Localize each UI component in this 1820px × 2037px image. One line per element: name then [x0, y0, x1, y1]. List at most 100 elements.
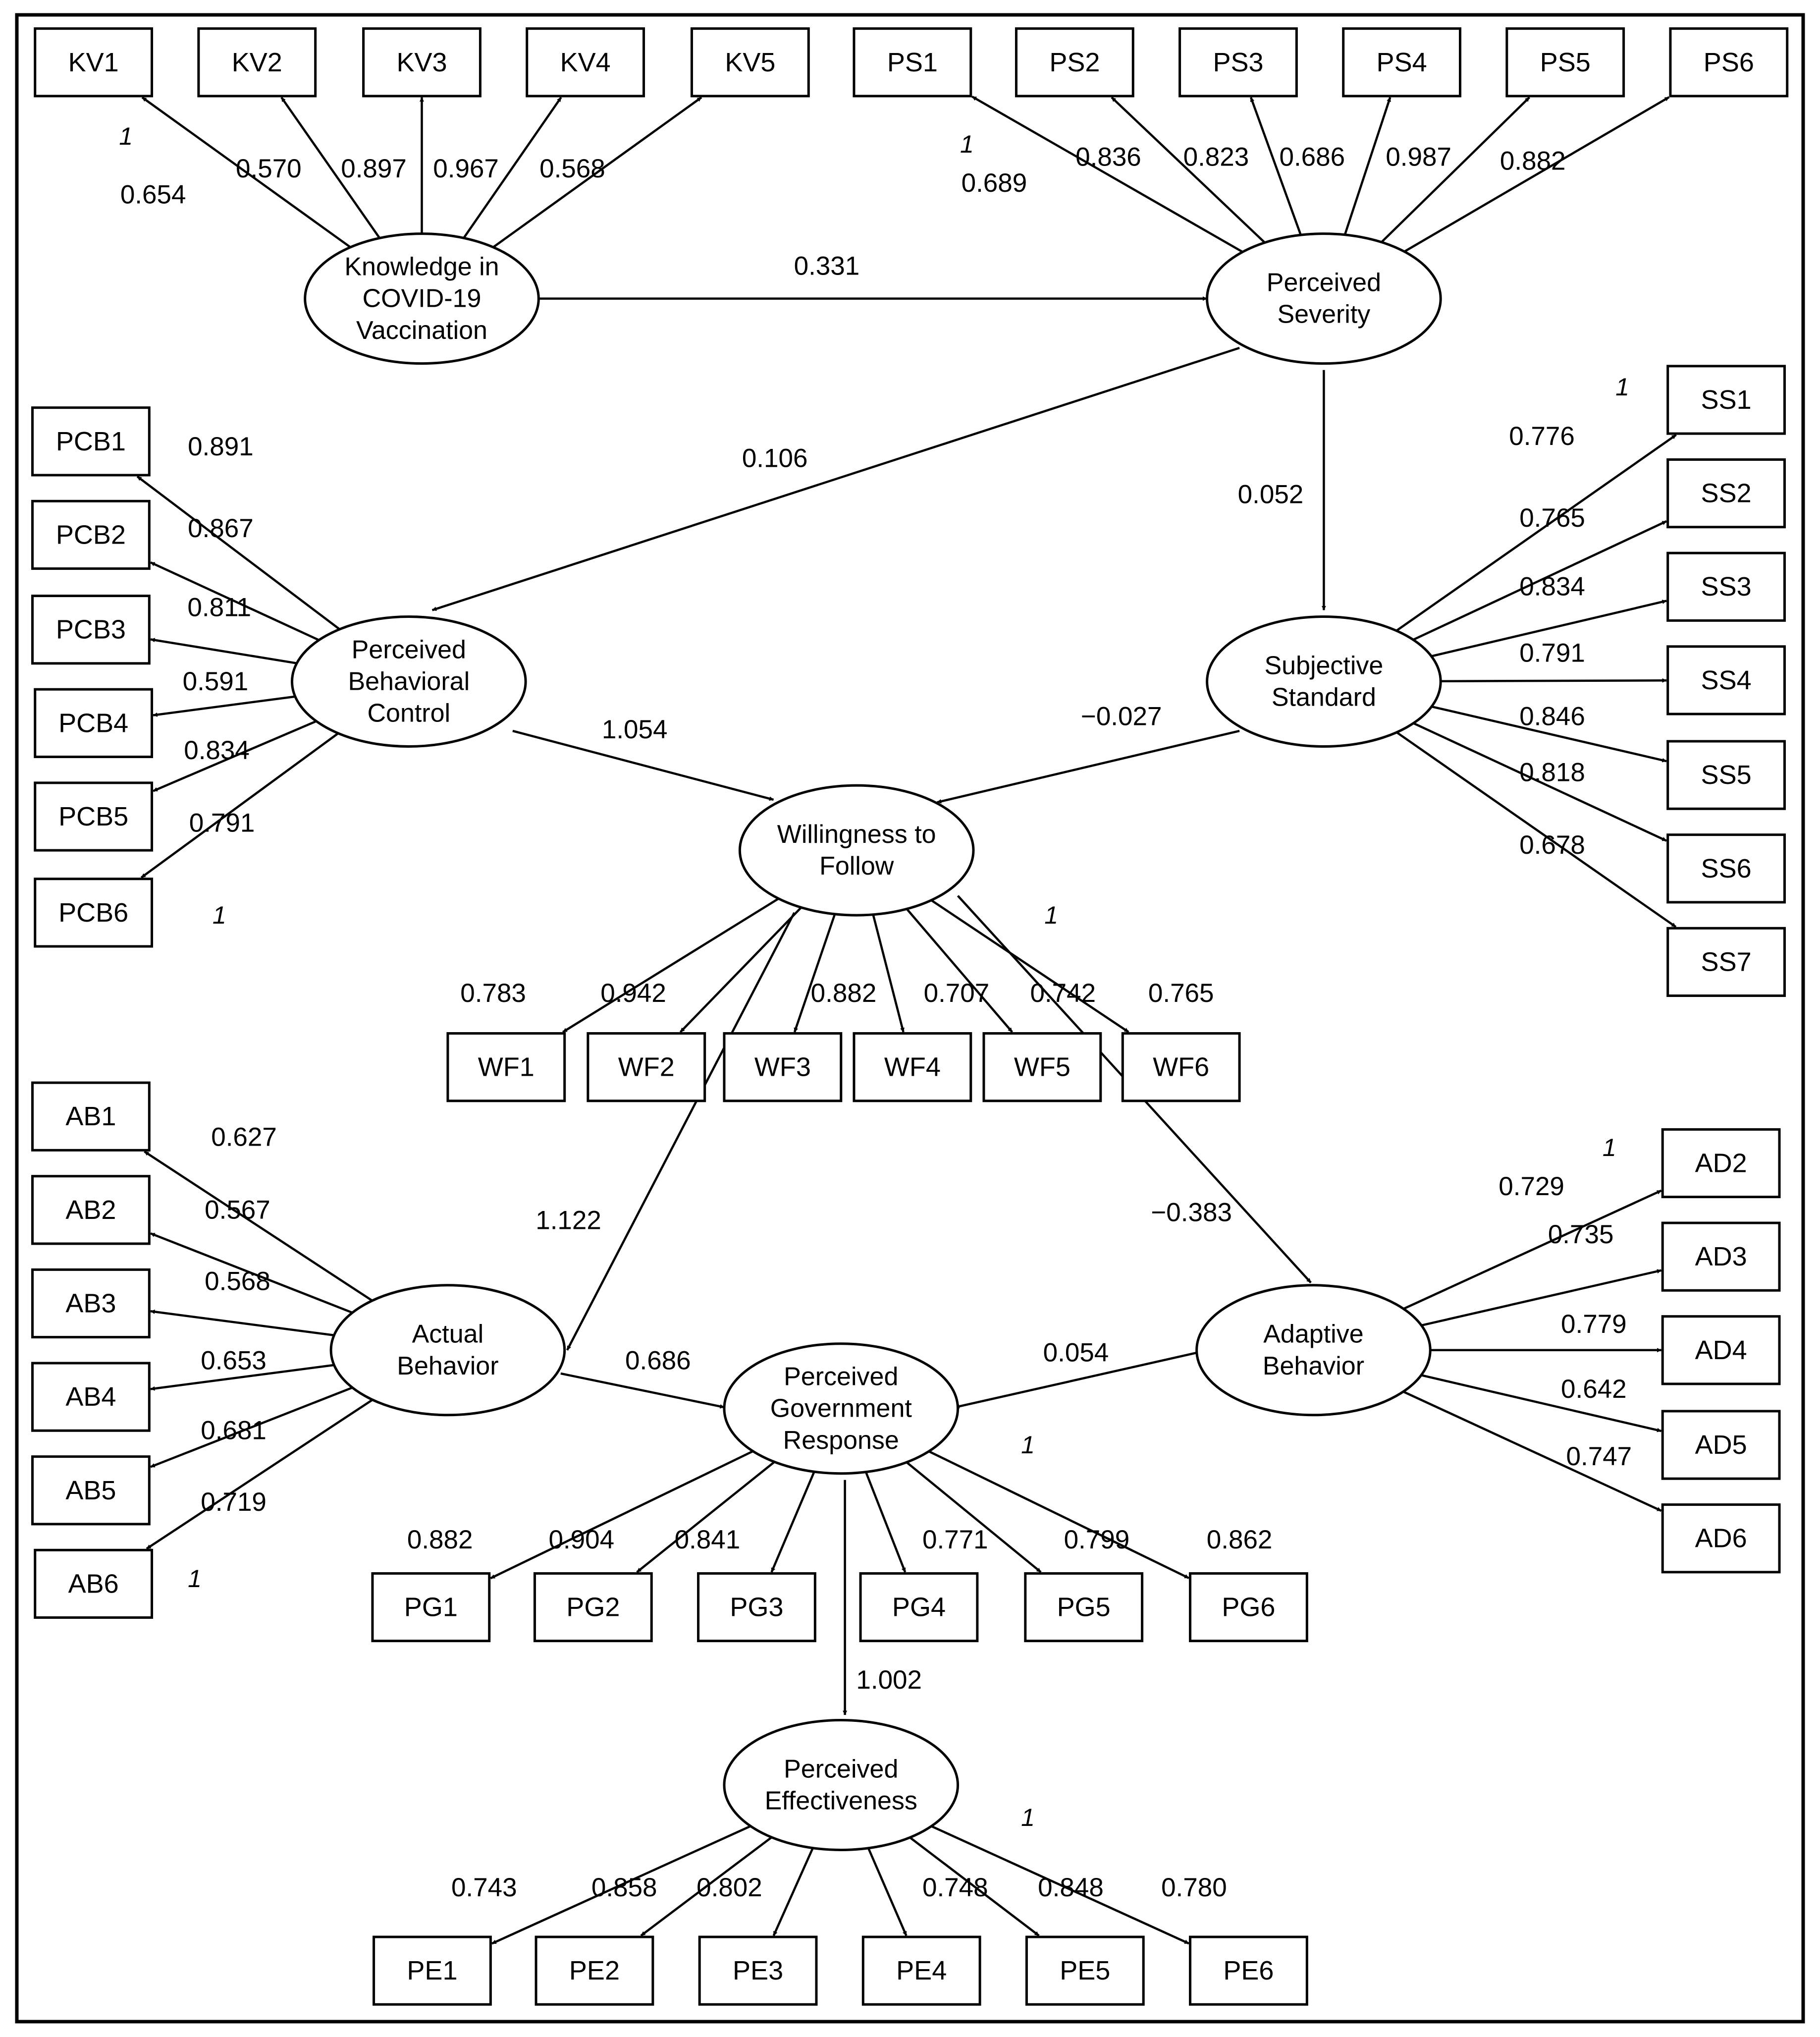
indicator-label: PG1 [404, 1593, 458, 1622]
indicator-label: PE1 [407, 1956, 457, 1985]
loading-arrow-wf2 [679, 906, 802, 1033]
loading-value-ad4: 0.779 [1561, 1310, 1627, 1339]
loading-value-ad2: 0.729 [1499, 1172, 1564, 1201]
indicator-ab3: AB3 [31, 1268, 151, 1339]
loading-value-pg4: 0.771 [922, 1525, 988, 1554]
indicator-ps1: PS1 [853, 27, 972, 98]
loading-arrow-ps5 [1381, 96, 1530, 243]
loading-arrow-kv4 [463, 97, 562, 239]
indicator-pcb6: PCB6 [34, 878, 154, 948]
indicator-pcb2: PCB2 [31, 499, 151, 570]
fixed-loading-marker-kv: 1 [119, 122, 133, 150]
loading-arrow-wf3 [793, 914, 836, 1033]
path-arrow-ad-pg [955, 1351, 1197, 1409]
path-coefficient-pg-pe: 1.002 [856, 1665, 922, 1695]
latent-ad-label-line: Behavior [1263, 1352, 1364, 1380]
loading-value-pcb3: 0.811 [187, 593, 251, 622]
loading-value-ss1: 0.776 [1509, 422, 1575, 451]
indicator-label: PE5 [1060, 1956, 1110, 1985]
latent-pe-label-line: Perceived [784, 1755, 898, 1783]
indicator-label: KV5 [725, 48, 775, 77]
loading-value-pg1: 0.882 [407, 1525, 473, 1554]
indicator-label: PCB6 [58, 898, 128, 928]
latent-pcb-label-line: Perceived [352, 635, 466, 664]
indicator-label: PCB2 [56, 520, 126, 550]
latent-ab-label-line: Actual [412, 1320, 484, 1349]
latent-kv-label-line: COVID-19 [363, 284, 482, 313]
loading-value-pg6: 0.862 [1207, 1525, 1273, 1554]
indicator-label: SS1 [1701, 385, 1752, 415]
indicator-kv4: KV4 [526, 27, 645, 98]
loading-arrow-wf4 [872, 914, 905, 1033]
indicator-ad4: AD4 [1661, 1315, 1781, 1385]
indicator-label: SS6 [1701, 854, 1752, 883]
loading-arrow-pe2 [640, 1836, 773, 1937]
loading-arrow-pg6 [928, 1450, 1189, 1579]
loading-value-ss2: 0.765 [1519, 503, 1585, 533]
indicator-ss6: SS6 [1666, 833, 1786, 904]
indicator-label: WF1 [478, 1052, 535, 1082]
loading-value-kv2: 0.570 [236, 154, 302, 183]
path-arrow-ab-pg [560, 1372, 725, 1409]
indicator-ps4: PS4 [1342, 27, 1461, 98]
edges-layer [136, 96, 1677, 1945]
indicator-wf6: WF6 [1121, 1032, 1241, 1102]
indicator-kv5: KV5 [690, 27, 810, 98]
indicator-ss4: SS4 [1666, 645, 1786, 716]
indicator-ss3: SS3 [1666, 551, 1786, 622]
path-arrow-ps-pcb [431, 347, 1240, 611]
outer-frame [15, 13, 1805, 2024]
path-coefficient-ps-pcb: 0.106 [742, 443, 808, 473]
loading-value-pg3: 0.841 [675, 1525, 741, 1554]
loading-arrow-pcb3 [150, 638, 297, 664]
indicator-label: PS6 [1704, 48, 1754, 77]
path-coefficient-ss-wf: −0.027 [1081, 702, 1162, 731]
loading-arrow-ss1 [1395, 434, 1677, 632]
indicator-pe3: PE3 [698, 1935, 818, 2006]
loading-arrow-pe4 [867, 1847, 908, 1936]
loading-value-ps6: 0.882 [1500, 146, 1566, 175]
latent-kv-label-line: Vaccination [356, 316, 487, 345]
indicator-label: SS4 [1701, 665, 1752, 695]
latent-pg-label-line: Government [770, 1394, 912, 1423]
loading-arrow-ss4 [1441, 678, 1667, 683]
loading-arrow-ab2 [150, 1232, 353, 1314]
loading-arrow-kv2 [280, 97, 381, 239]
loading-arrow-wf1 [562, 897, 779, 1033]
indicator-label: PE4 [896, 1956, 947, 1985]
loading-value-pe5: 0.848 [1038, 1873, 1104, 1902]
loading-value-wf6: 0.765 [1148, 979, 1214, 1008]
indicator-label: SS7 [1701, 947, 1752, 977]
loading-value-pg5: 0.799 [1064, 1525, 1130, 1554]
indicator-pg4: PG4 [859, 1572, 979, 1643]
loading-value-ss6: 0.818 [1519, 758, 1585, 787]
indicator-pe4: PE4 [861, 1935, 981, 2006]
fixed-loading-marker-ps: 1 [960, 130, 974, 158]
indicator-ss1: SS1 [1666, 365, 1786, 435]
indicator-label: KV2 [232, 48, 282, 77]
loading-value-pcb2: 0.867 [188, 514, 254, 543]
indicator-ps6: PS6 [1669, 27, 1789, 98]
indicator-label: PG3 [730, 1593, 783, 1622]
fixed-loading-marker-pcb: 1 [213, 901, 226, 929]
loading-arrow-ps1 [971, 96, 1243, 253]
indicator-label: KV1 [68, 48, 119, 77]
indicator-ps3: PS3 [1178, 27, 1298, 98]
loading-arrow-ad3 [1421, 1269, 1662, 1327]
fixed-loading-marker-pg: 1 [1021, 1431, 1035, 1459]
indicator-label: SS5 [1701, 760, 1752, 790]
indicator-label: SS3 [1701, 572, 1752, 602]
loading-arrow-ss3 [1431, 600, 1667, 658]
indicator-label: AB6 [68, 1569, 119, 1598]
path-arrow-ss-wf [937, 729, 1240, 804]
indicator-label: PCB5 [58, 802, 128, 831]
latent-ss-label-line: Standard [1272, 683, 1376, 712]
indicator-label: AD5 [1695, 1430, 1747, 1460]
indicator-label: PG6 [1222, 1593, 1275, 1622]
loading-value-ab2: 0.567 [205, 1195, 270, 1224]
